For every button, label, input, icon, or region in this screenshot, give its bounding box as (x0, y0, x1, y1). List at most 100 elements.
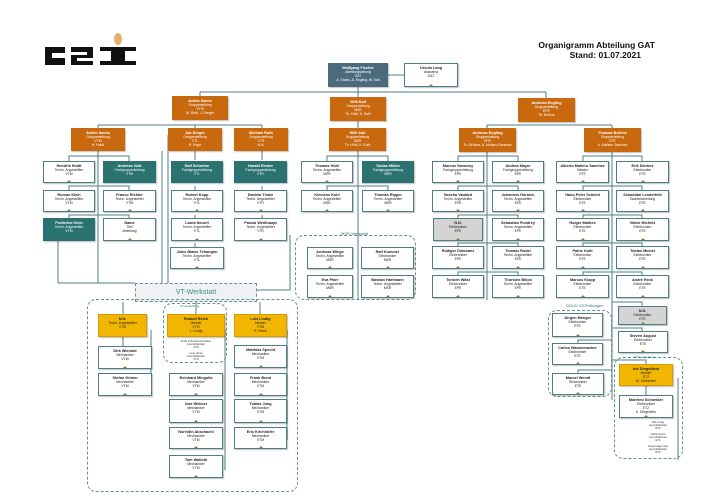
connector-arrow-icon (385, 295, 390, 297)
connector-arrow-icon (580, 295, 585, 297)
connector-arrow-icon (258, 209, 263, 211)
person-name: Andreas Engling (472, 131, 503, 135)
person-unit: VTM (121, 384, 129, 389)
person-name: Robert Kopp (185, 193, 209, 197)
person-name: Eva Pfarr (321, 278, 339, 282)
person-unit: VTM (196, 107, 204, 112)
person-name: Sascha Vautard (443, 193, 473, 197)
connector-arrow-icon (640, 295, 645, 297)
person-role: Elektroniker (573, 282, 592, 287)
person-unit: VTM (94, 139, 102, 144)
person-name: Hendrik Holdt (56, 164, 82, 168)
vt-werkstatt-zone (87, 299, 298, 492)
person-name: Uwe Weimer (184, 402, 208, 406)
connector-arrow-icon (123, 393, 127, 395)
person-name: Jürgen Menger (563, 316, 592, 320)
person-name: Andreas Engling (531, 101, 562, 105)
trainee-name: Fabian Ernst (650, 433, 666, 436)
person-unit: MSR (323, 172, 331, 177)
person-role: Elektroniker (378, 254, 397, 259)
person-name: Marcel Wendt (565, 376, 591, 380)
person-role: Fachgruppenleitung (443, 168, 473, 173)
chart-date: Stand: 01.07.2021 (569, 50, 641, 60)
person-role: Mechaniker (116, 380, 134, 385)
person-unit: VTM (192, 438, 200, 443)
connector-arrow-icon (640, 209, 645, 211)
person-unit: VTL (191, 139, 199, 144)
trainee-role: Auszubildender (187, 343, 205, 346)
person-role: Elektroniker (637, 402, 655, 407)
connector-arrow-icon (640, 322, 645, 324)
person-unit: GAT (427, 74, 435, 79)
person-role: Elektroniker (573, 253, 592, 258)
person-name: Frank Bund (249, 376, 272, 380)
person-role: Mechaniker (251, 380, 270, 385)
connector-arrow-icon (386, 209, 390, 211)
person-name: Achim Sachs (86, 131, 110, 135)
person-role: Abteilungsleitung (345, 70, 371, 75)
trainee-unit: ETZ (655, 451, 661, 454)
person-role: Gruppenleitung (346, 104, 370, 109)
person-role: Techn. Angestellter (503, 197, 533, 202)
person-unit: MSR (323, 201, 331, 206)
person-role: Mechaniker (187, 406, 205, 411)
person-name: André Reck (631, 278, 654, 282)
person-role: Mechaniker (187, 380, 205, 385)
person-name: Bastian Hartmann (371, 278, 404, 282)
person-name: Roland Reich (183, 317, 209, 321)
connector-arrow-icon (516, 209, 520, 211)
person-role: Meister (640, 371, 652, 376)
person-role: Fachgruppenleitung (373, 168, 403, 173)
person-name: Tomasz Rodel (505, 249, 531, 253)
person-role: Techn. Angestellter (443, 197, 473, 202)
person-unit: ETE (579, 229, 586, 234)
person-extra: A. Sachs, A. Engling, W. Kail (336, 78, 380, 83)
etz-ausbildung-label: ETZ Ausbildung (634, 355, 656, 359)
person-unit: MSR (353, 139, 362, 144)
person-name: Kai Dingeldein (632, 367, 660, 371)
connector-arrow-icon (456, 180, 460, 182)
person-name: Klemens Kohl (314, 193, 340, 197)
person-name: Torsten Wäst (446, 278, 470, 282)
person-name: Matthias Specht (245, 348, 276, 352)
connector-arrow-icon (67, 209, 71, 211)
trainee-name: Nils Lustig (652, 421, 664, 424)
chart-title: Organigramm Abteilung GAT (538, 40, 655, 50)
person-unit: VTM (256, 384, 265, 389)
person-extra: H. Holdt (91, 143, 105, 148)
connector-arrow-icon (195, 266, 199, 268)
person-unit: VTM (125, 201, 134, 206)
dguv-label: DGUV-V3-Prüfungen (566, 303, 604, 308)
person-name: Marcus Nowotny (442, 164, 474, 168)
person-name: Laura Neuert (185, 221, 209, 225)
vt-ausbildung-zone (163, 303, 227, 363)
person-unit: ETZ (642, 375, 650, 380)
person-unit: ETE (639, 342, 647, 347)
person-unit: VTL (193, 229, 201, 234)
connector-arrow-icon (640, 238, 645, 240)
